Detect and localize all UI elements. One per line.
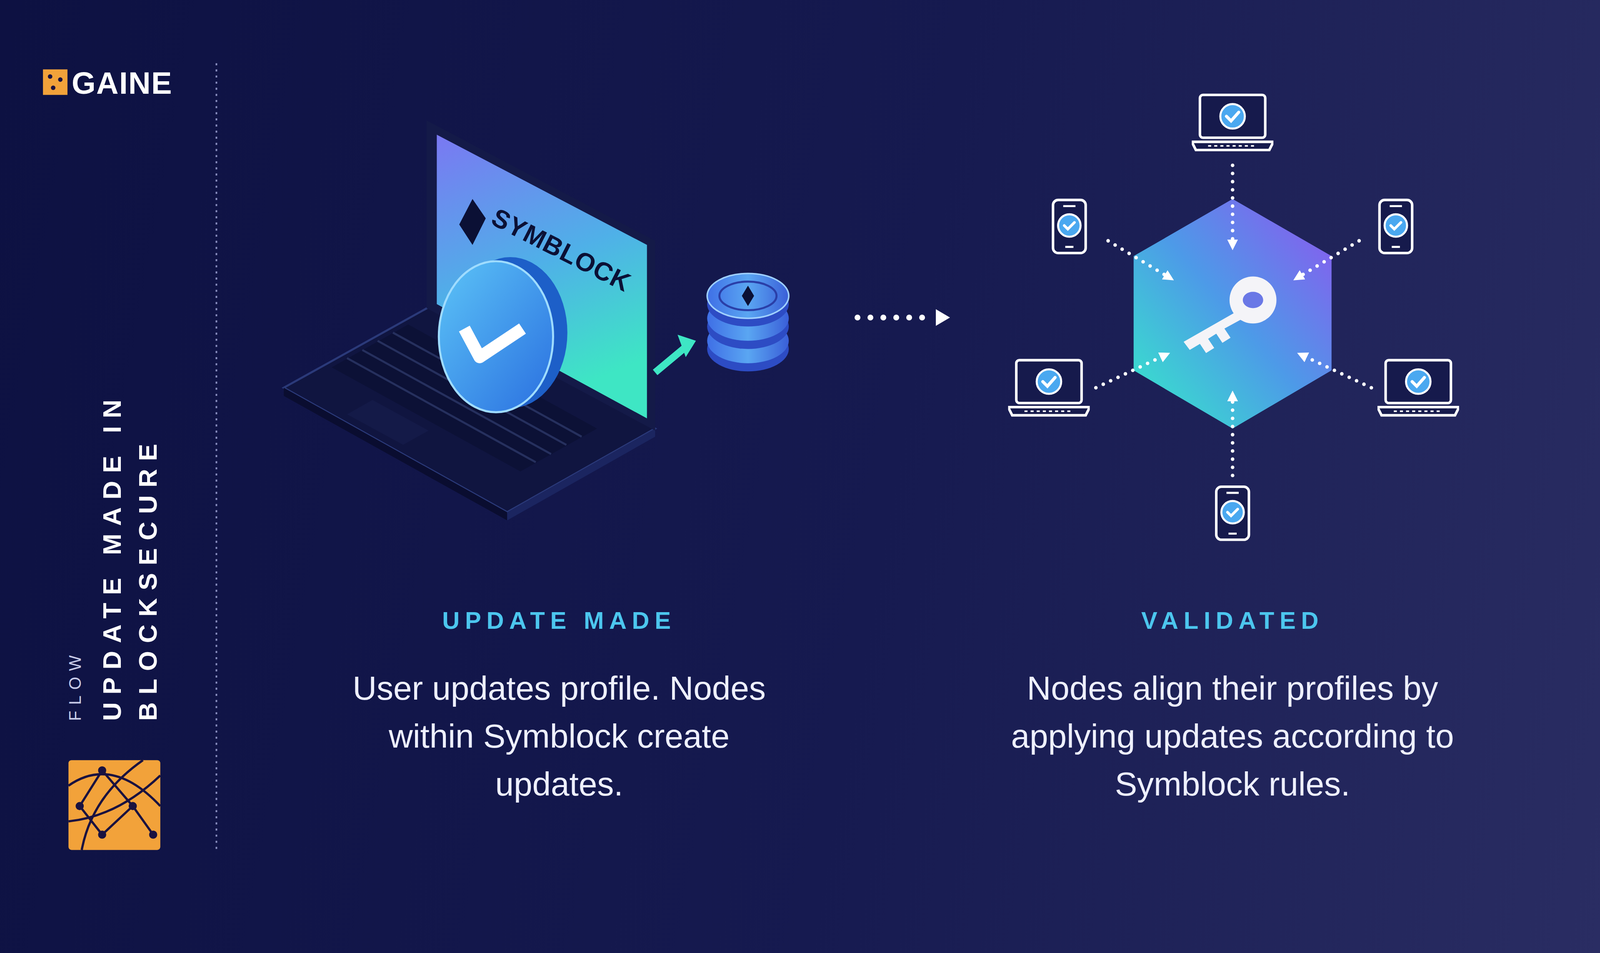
laptop-illustration [283, 120, 696, 521]
screen-brand: SYMBLOCK [487, 202, 636, 298]
flow-step: VALIDATEDNodes align their profiles by a… [950, 116, 1471, 888]
sync-arrows [1095, 165, 1372, 476]
flow-step: UPDATE MADE User updates profile. Nodes w… [287, 116, 855, 888]
step-heading: VALIDATED [982, 605, 1483, 635]
step-text-column: VALIDATED Nodes align their profiles by a… [982, 605, 1483, 808]
flow-title: UPDATE MADE IN BLOCKSECURE [94, 375, 166, 721]
coin-stack [707, 273, 789, 372]
logo-text: GAINE [71, 66, 173, 100]
step-heading: UPDATE MADE [325, 605, 793, 635]
network-icon [68, 760, 160, 850]
validation-hexagon [1133, 198, 1332, 429]
step-description: User updates profile. Nodes within Symbl… [325, 664, 793, 808]
flow-label: FLOW [62, 375, 88, 721]
flow-arrow [857, 309, 950, 326]
vertical-heading: FLOWUPDATE MADE IN BLOCKSECURE [62, 375, 166, 721]
step-description: Nodes align their profiles by applying u… [982, 664, 1483, 808]
step-text-column: UPDATE MADE User updates profile. Nodes w… [325, 605, 793, 808]
node-devices [1008, 95, 1460, 540]
logo-icon [42, 69, 68, 95]
divider [215, 63, 218, 849]
